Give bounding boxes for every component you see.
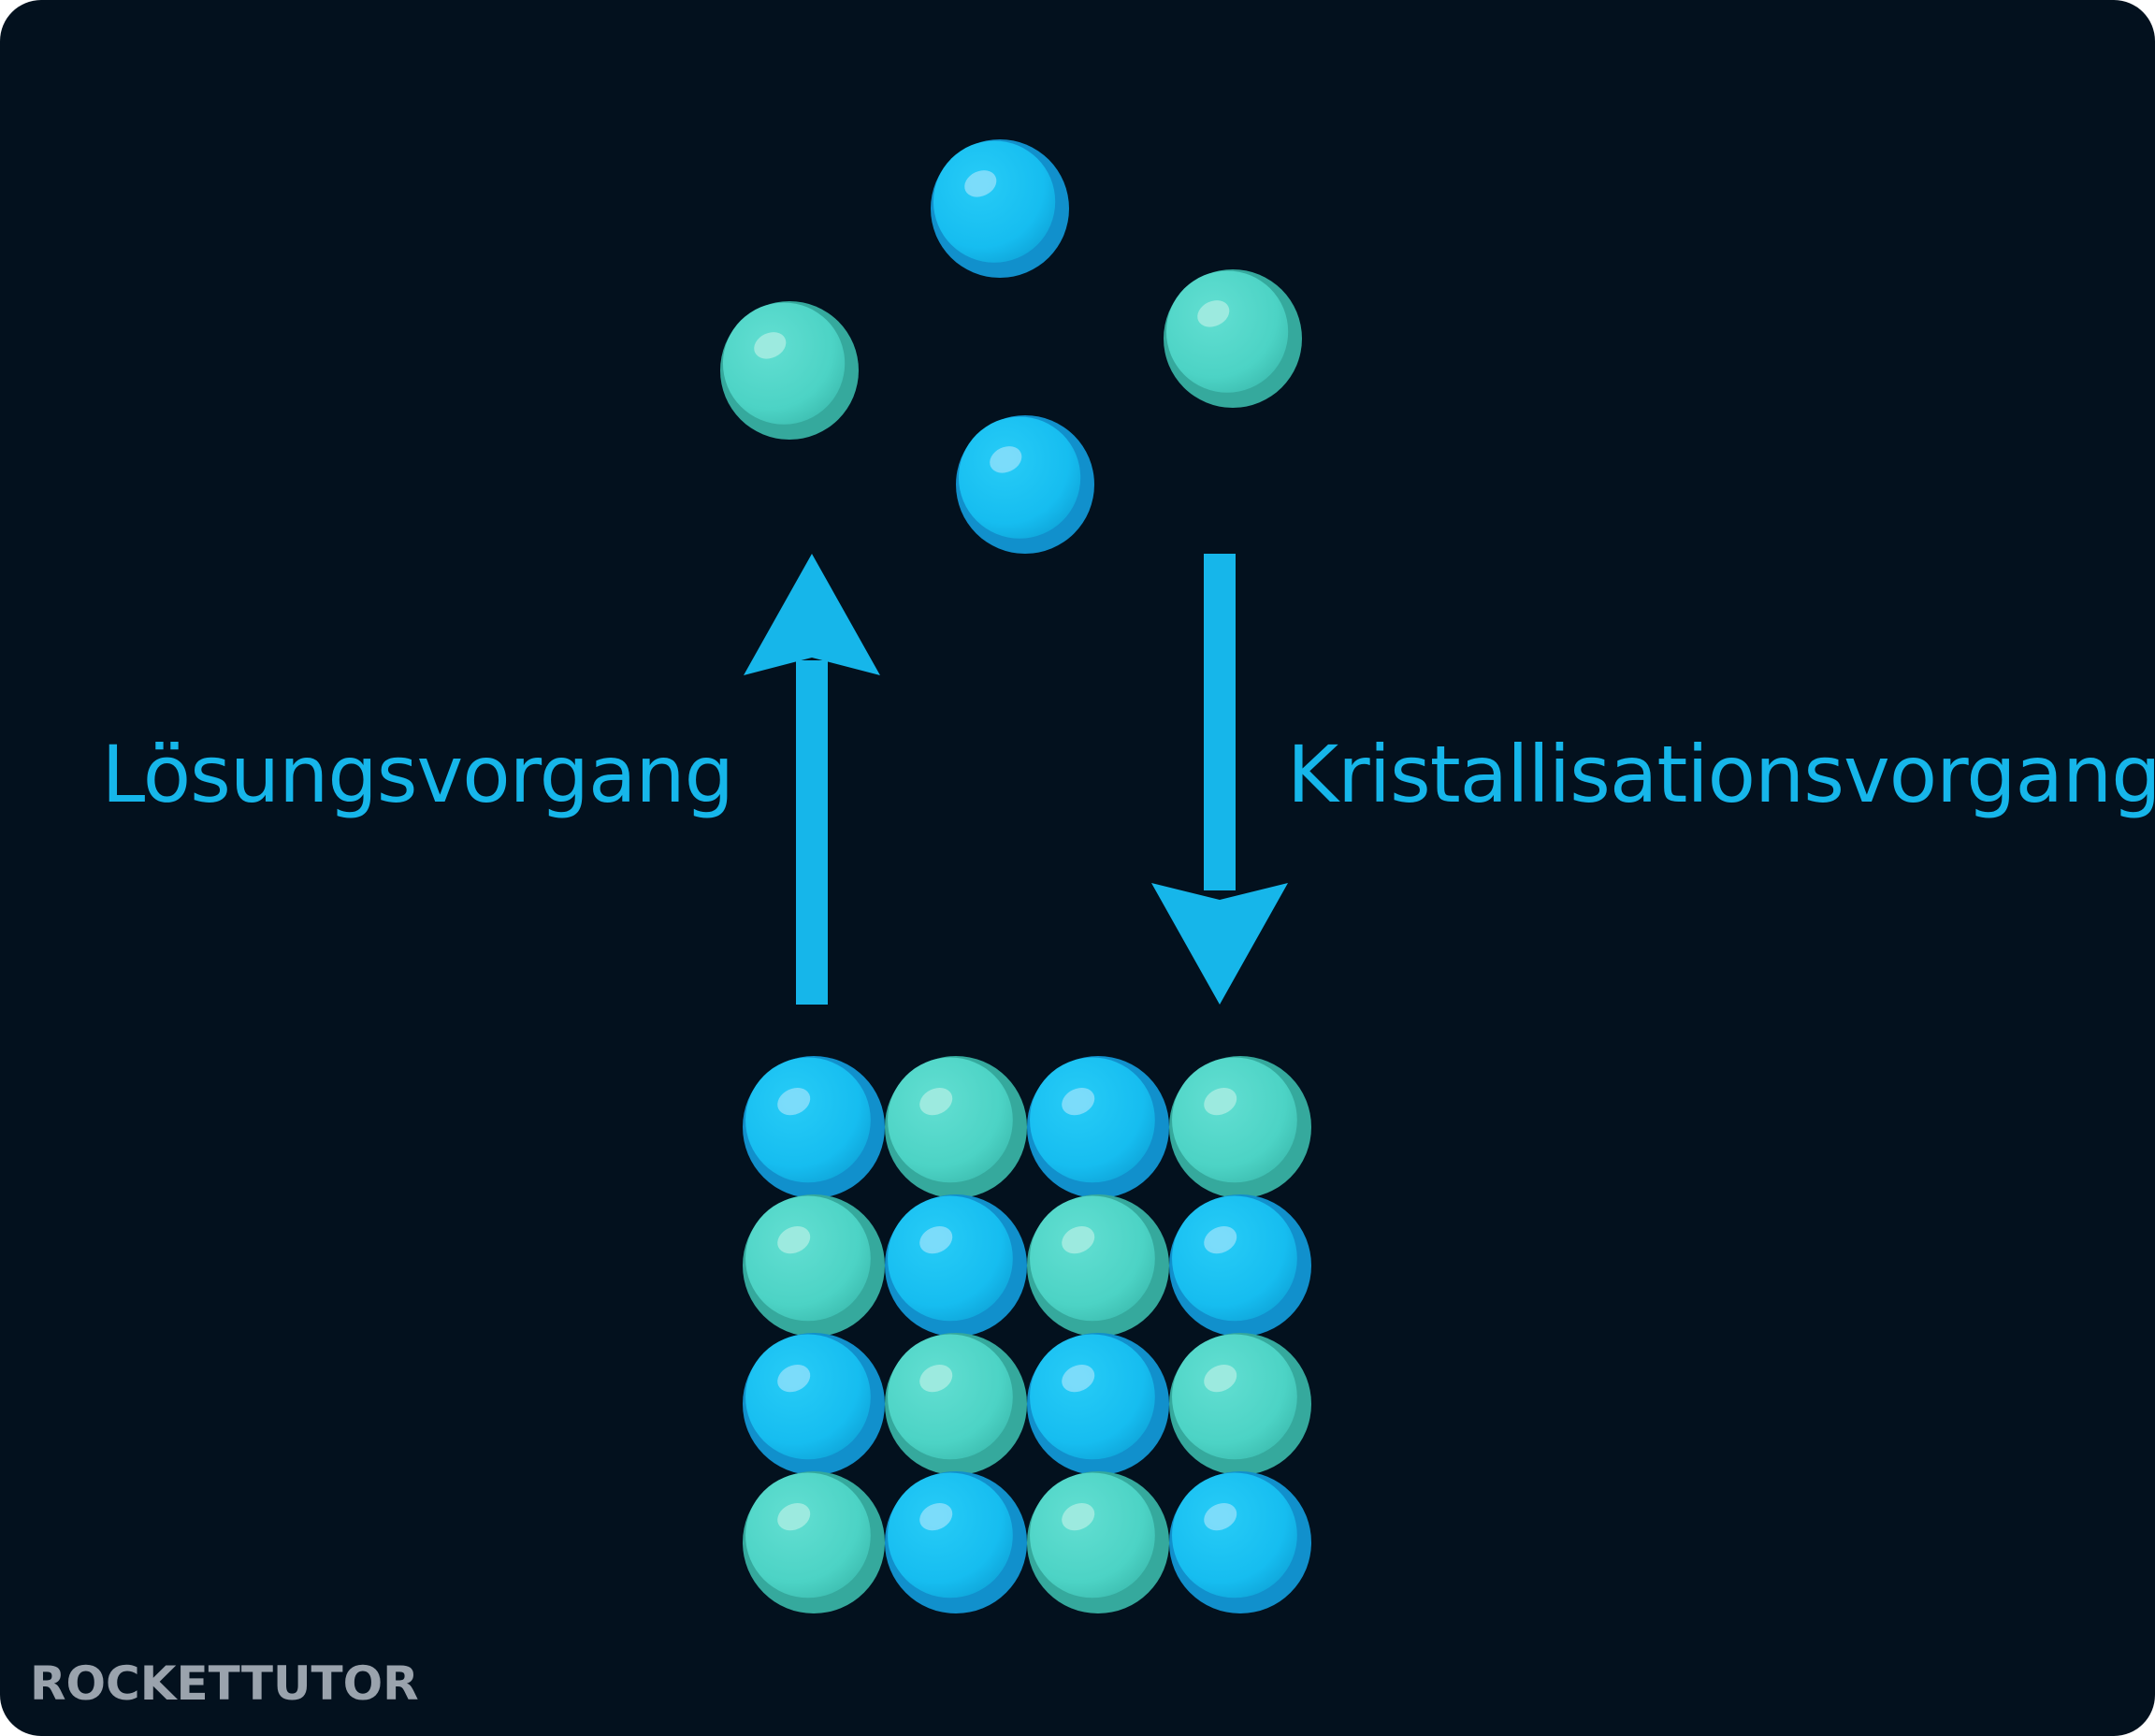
lattice-particle-blue: [885, 1194, 1027, 1337]
crystallization-label: Kristallisationsvorgang: [1287, 729, 2155, 820]
lattice-particle-teal: [743, 1194, 885, 1337]
dissolution-label: Lösungsvorgang: [101, 729, 734, 820]
lattice-particle-teal: [1027, 1194, 1169, 1337]
lattice-particle-blue: [1027, 1333, 1169, 1475]
free-particles-group: [720, 139, 1302, 554]
lattice-particle-teal: [885, 1333, 1027, 1475]
lattice-particle-blue: [743, 1056, 885, 1198]
lattice-particle-blue: [885, 1471, 1027, 1613]
free-particle-blue: [931, 139, 1069, 278]
free-particle-teal: [1164, 269, 1302, 408]
lattice-particle-teal: [1027, 1471, 1169, 1613]
lattice-particle-teal: [743, 1471, 885, 1613]
lattice-particle-blue: [1027, 1056, 1169, 1198]
lattice-particle-blue: [1169, 1194, 1311, 1337]
lattice-particle-blue: [743, 1333, 885, 1475]
crystal-lattice: [743, 1056, 1311, 1613]
free-particle-teal: [720, 301, 859, 440]
lattice-particle-blue: [1169, 1471, 1311, 1613]
lattice-particle-teal: [885, 1056, 1027, 1198]
lattice-particle-teal: [1169, 1333, 1311, 1475]
lattice-particle-teal: [1169, 1056, 1311, 1198]
arrow-down-icon: [1151, 554, 1288, 1005]
free-particle-blue: [956, 415, 1094, 554]
arrow-up-icon: [744, 554, 880, 1005]
brand-logo: ROCKETTUTOR: [30, 1656, 419, 1711]
